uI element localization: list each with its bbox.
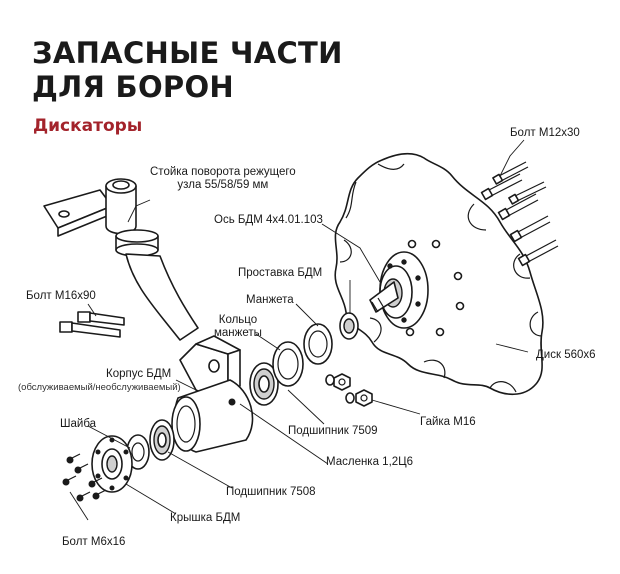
label-bearing-7508: Подшипник 7508 xyxy=(226,486,316,498)
stand-bolts xyxy=(59,311,125,338)
title-line-2: ДЛЯ БОРОН xyxy=(32,70,234,104)
disc-bolts xyxy=(480,161,559,267)
label-washer: Шайба xyxy=(60,418,97,430)
stand-part xyxy=(43,178,199,341)
nuts-part xyxy=(325,373,373,407)
disc-part xyxy=(334,152,544,396)
label-bolt-m12: Болт М12х30 xyxy=(510,127,580,139)
label-spacer: Проставка БДМ xyxy=(238,267,323,279)
label-axle: Ось БДМ 4х4.01.103 xyxy=(214,214,323,226)
label-bolt-m6: Болт М6х16 xyxy=(62,536,126,548)
label-disc: Диск 560х6 xyxy=(536,349,596,361)
label-cap: Крышка БДМ xyxy=(170,512,241,524)
section-subtitle: Дискаторы xyxy=(33,116,143,136)
label-seal: Манжета xyxy=(246,294,294,306)
leader-lines xyxy=(69,139,529,521)
cap-part xyxy=(91,435,133,493)
label-housing-note: (обслуживаемый/необслуживаемый) xyxy=(18,382,181,393)
label-grease-fitting: Масленка 1,2Ц6 xyxy=(326,456,414,468)
label-seal-ring: Кольцо манжеты xyxy=(214,314,262,339)
housing-part xyxy=(171,335,254,453)
label-stand: Стойка поворота режущего узла 55/58/59 м… xyxy=(150,166,296,191)
label-bolt-m16: Болт М16х90 xyxy=(26,290,96,302)
axle-part xyxy=(369,251,429,329)
title-line-1: ЗАПАСНЫЕ ЧАСТИ xyxy=(32,36,343,70)
center-parts xyxy=(126,312,359,470)
small-bolts xyxy=(62,453,107,502)
label-bearing-7509: Подшипник 7509 xyxy=(288,425,378,437)
page-title: ЗАПАСНЫЕ ЧАСТИ ДЛЯ БОРОН xyxy=(32,36,343,104)
label-nut: Гайка М16 xyxy=(420,416,476,428)
label-housing: Корпус БДМ xyxy=(106,368,172,380)
